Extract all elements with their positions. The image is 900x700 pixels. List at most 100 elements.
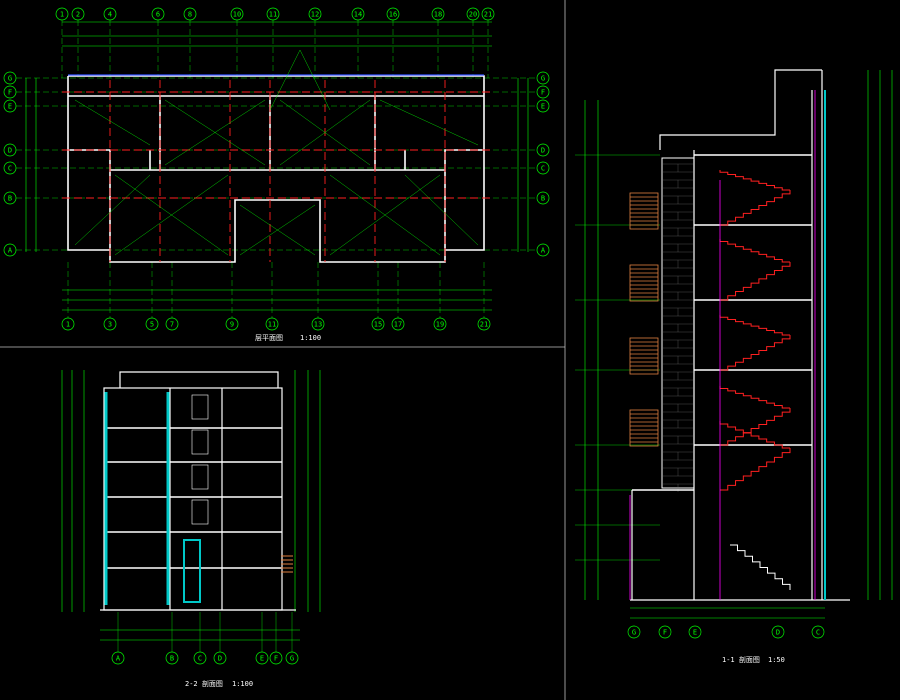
plan-axis-right-F-label: F <box>541 89 545 97</box>
s22-axis-E: E <box>255 651 269 665</box>
plan-axis-left-A-label: A <box>8 247 13 255</box>
plan-axis-left-G-label: G <box>8 75 12 83</box>
plan-axis-bottom-19: 19 <box>433 317 447 331</box>
s11-axis-C: C <box>811 625 825 639</box>
plan-axis-right-E: E <box>536 99 550 113</box>
plan-axis-left-D: D <box>3 143 17 157</box>
s11-axis-D-label: D <box>776 629 780 637</box>
section-2-2-title: 2-2 剖面图 <box>185 679 223 688</box>
plan-axis-bottom-5: 5 <box>145 317 159 331</box>
plan-axis-right-D: D <box>536 143 550 157</box>
plan-axis-right-C-label: C <box>541 165 545 173</box>
s11-axis-G-label: G <box>632 629 636 637</box>
plan-axis-top-20-label: 20 <box>469 11 477 19</box>
plan-scale: 1:100 <box>300 334 321 342</box>
plan-axis-bottom-13: 13 <box>311 317 325 331</box>
section-1-1-scale: 1:50 <box>768 656 785 664</box>
plan-axis-top-6: 6 <box>151 7 165 21</box>
plan-axis-bottom-19-label: 19 <box>436 321 444 329</box>
plan-axis-bottom-1-label: 1 <box>66 321 70 329</box>
plan-axis-bottom-7-label: 7 <box>170 321 174 329</box>
plan-axis-bottom-9-label: 9 <box>230 321 234 329</box>
plan-axis-right-G: G <box>536 71 550 85</box>
plan-axis-right-B-label: B <box>541 195 545 203</box>
plan-axis-top-1-label: 1 <box>60 11 64 19</box>
plan-axis-bottom-21-label: 21 <box>480 321 488 329</box>
s22-axis-A-label: A <box>116 655 121 663</box>
plan-axis-bottom-3-label: 3 <box>108 321 112 329</box>
s22-axis-D-label: D <box>218 655 222 663</box>
plan-axis-left-C: C <box>3 161 17 175</box>
plan-axis-right-D-label: D <box>541 147 545 155</box>
s11-axis-D: D <box>771 625 785 639</box>
plan-axis-right-E-label: E <box>541 103 545 111</box>
s22-axis-G-label: G <box>290 655 294 663</box>
plan-axis-top-2-label: 2 <box>76 11 80 19</box>
plan-axis-top-6-label: 6 <box>156 11 160 19</box>
s22-axis-F-label: F <box>274 655 278 663</box>
plan-axis-bottom-11-label: 11 <box>268 321 276 329</box>
plan-axis-right-B: B <box>536 191 550 205</box>
plan-axis-top-8: 8 <box>183 7 197 21</box>
plan-axis-top-16: 16 <box>386 7 400 21</box>
section-1-1-title: 1-1 剖面图 <box>722 655 760 664</box>
plan-axis-top-4-label: 4 <box>108 11 112 19</box>
plan-axis-top-21-label: 21 <box>484 11 492 19</box>
plan-axis-bottom-3: 3 <box>103 317 117 331</box>
s22-axis-B-label: B <box>170 655 174 663</box>
section-2-2-scale: 1:100 <box>232 680 253 688</box>
plan-axis-top-2: 2 <box>71 7 85 21</box>
viewport-dividers <box>0 0 566 700</box>
plan-axis-left-B: B <box>3 191 17 205</box>
plan-axis-right-A: A <box>536 243 550 257</box>
plan-axis-bottom-17-label: 17 <box>394 321 402 329</box>
plan-axis-bottom-7: 7 <box>165 317 179 331</box>
plan-axis-top-12-label: 12 <box>311 11 319 19</box>
plan-axis-top-10: 10 <box>230 7 244 21</box>
plan-title: 层平面图 <box>255 334 283 342</box>
plan-axis-top-8-label: 8 <box>188 11 192 19</box>
plan-axis-top-14-label: 14 <box>354 11 362 19</box>
plan-axis-top-18: 18 <box>431 7 445 21</box>
plan-axis-top-11-label: 11 <box>269 11 277 19</box>
plan-axis-top-16-label: 16 <box>389 11 397 19</box>
plan-axis-top-18-label: 18 <box>434 11 442 19</box>
plan-axis-top-12: 12 <box>308 7 322 21</box>
plan-axis-bottom-13-label: 13 <box>314 321 322 329</box>
s11-axis-F-label: F <box>663 629 667 637</box>
s11-axis-E: E <box>688 625 702 639</box>
plan-axis-top-21: 21 <box>481 7 495 21</box>
plan-axis-top-11: 11 <box>266 7 280 21</box>
section-2-2: A B C D E F G 2-2 剖面图 1:100 <box>61 370 321 688</box>
plan-axis-top-10-label: 10 <box>233 11 241 19</box>
s11-axis-C-label: C <box>816 629 820 637</box>
plan-axis-left-F: F <box>3 85 17 99</box>
section-1-1: G F E D C 1-1 剖面图 1:50 <box>575 69 893 664</box>
s11-axis-E-label: E <box>693 629 697 637</box>
s22-axis-B: B <box>165 651 179 665</box>
s22-axis-C-label: C <box>198 655 202 663</box>
plan-axis-right-A-label: A <box>541 247 546 255</box>
plan-axis-left-A: A <box>3 243 17 257</box>
plan-axis-left-E-label: E <box>8 103 12 111</box>
plan-axis-bottom-17: 17 <box>391 317 405 331</box>
s11-axis-F: F <box>658 625 672 639</box>
plan-axis-left-B-label: B <box>8 195 12 203</box>
plan-axis-right-G-label: G <box>541 75 545 83</box>
plan-axis-bottom-1: 1 <box>61 317 75 331</box>
plan-axis-bottom-9: 9 <box>225 317 239 331</box>
s22-axis-D: D <box>213 651 227 665</box>
plan-axis-right-F: F <box>536 85 550 99</box>
s22-axis-E-label: E <box>260 655 264 663</box>
s22-axis-A: A <box>111 651 125 665</box>
plan-axis-bottom-15: 15 <box>371 317 385 331</box>
s11-axis-G: G <box>627 625 641 639</box>
s22-axis-F: F <box>269 651 283 665</box>
plan-axis-left-D-label: D <box>8 147 12 155</box>
plan-axis-bottom-15-label: 15 <box>374 321 382 329</box>
plan-axis-left-F-label: F <box>8 89 12 97</box>
s22-axis-C: C <box>193 651 207 665</box>
plan-axis-bottom-21: 21 <box>477 317 491 331</box>
